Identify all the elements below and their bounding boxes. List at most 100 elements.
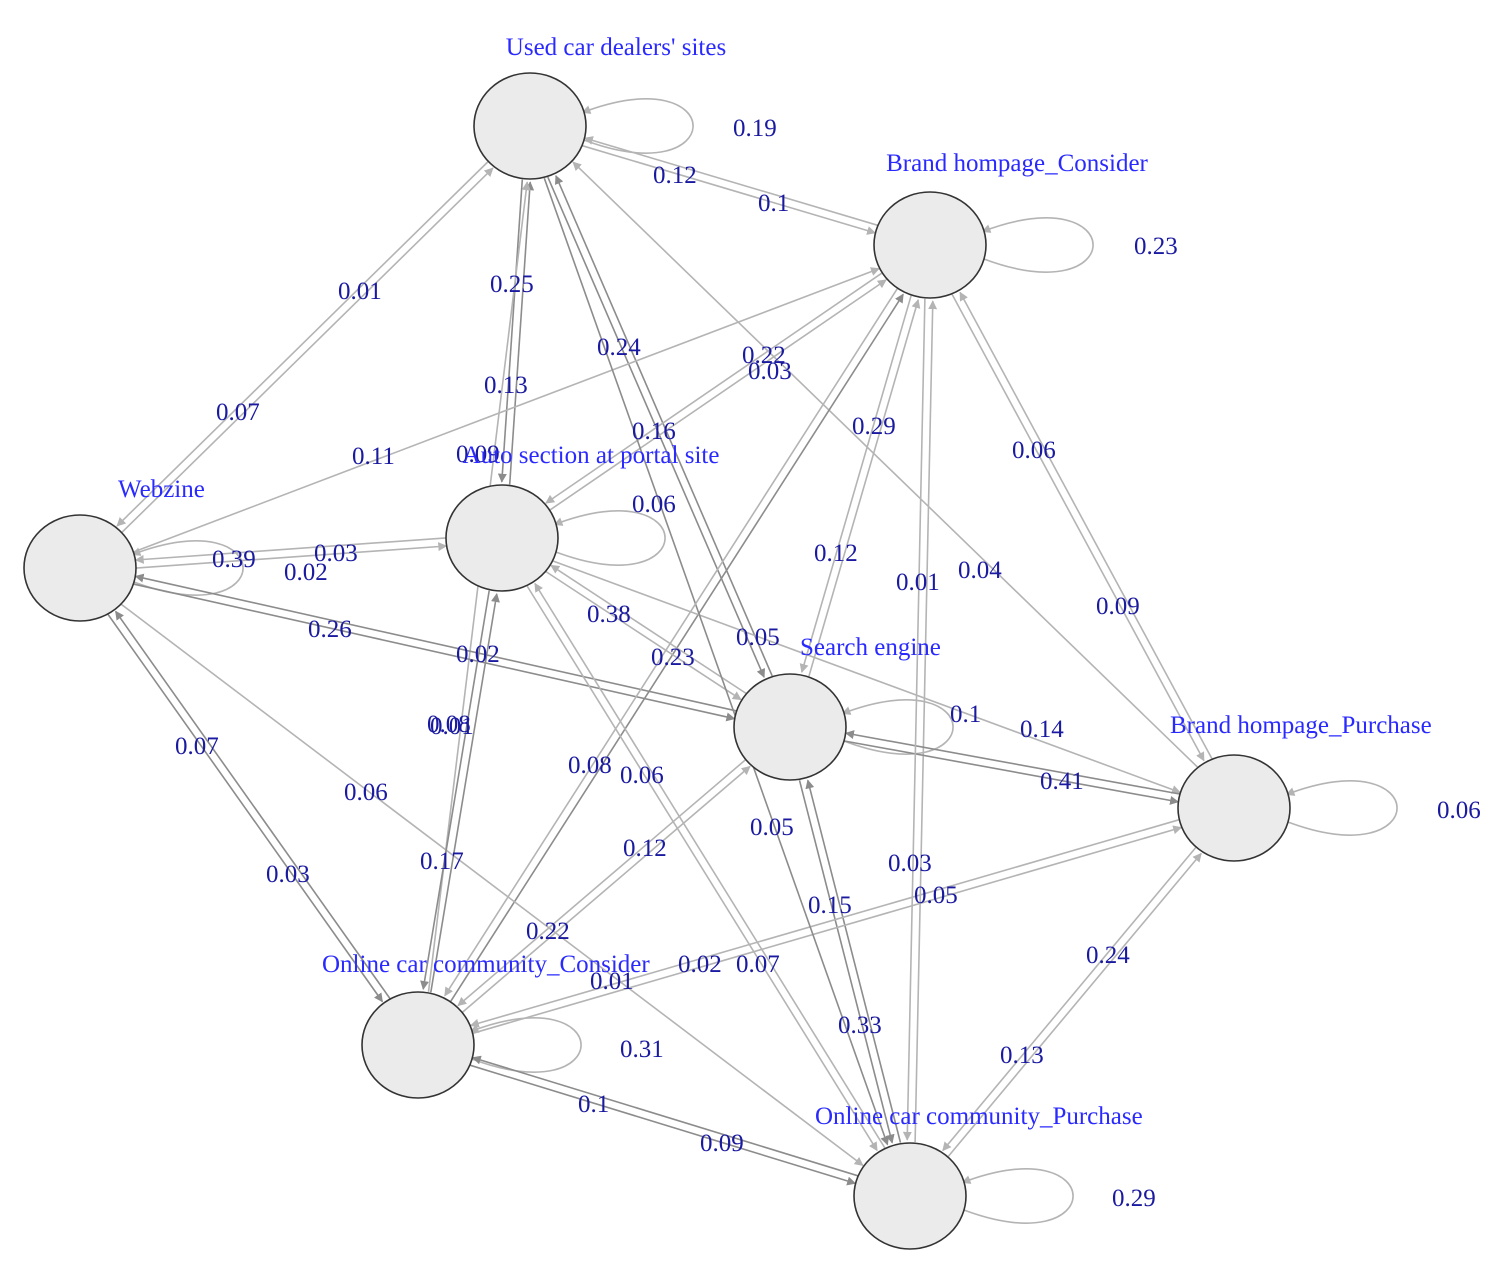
edge-weight-label: 0.06 [632,491,676,518]
edge-bhp-to-search [844,730,1182,796]
edge-ocp-to-bhc [914,300,938,1143]
edge-weight-label: 0.05 [736,624,780,651]
edge-weight-label: 0.07 [216,399,260,426]
edge-webzine-to-auto [134,542,448,569]
edge-used-to-ocp [543,177,890,1146]
node-used[interactable]: Used car dealers' sites [473,34,726,180]
node-label: Used car dealers' sites [506,34,726,61]
edge-weight-label: 0.29 [852,413,896,440]
edge-weight-label: 0.13 [484,372,528,399]
edge-auto-to-used [508,181,535,485]
node-label: Auto section at portal site [463,442,720,469]
node-search[interactable]: Search engine [733,634,941,781]
node-circle[interactable] [733,673,847,781]
edge-ocp-to-auto [534,582,886,1149]
node-label: Search engine [800,634,941,661]
edge-occ-to-bhp [470,825,1183,1035]
edge-weight-label: 0.1 [578,1091,609,1118]
edge-search-to-auto [550,564,748,695]
edge-weight-label: 0.01 [338,278,382,305]
node-label: Brand hompage_Purchase [1170,712,1432,739]
edge-weight-label: 0.1 [950,701,981,728]
edge-occ-to-webzine [114,610,391,1000]
node-label: Webzine [118,476,205,503]
edge-weight-label: 0.41 [1040,768,1084,795]
edge-search-to-webzine [134,573,739,713]
edge-used-loop [581,98,694,154]
edge-weight-label: 0.09 [456,441,500,468]
edge-webzine-to-occ [107,613,384,1003]
node-bhc[interactable]: Brand hompage_Consider [873,150,1149,299]
edge-ocp-to-bhp [947,852,1202,1158]
edge-webzine-to-bhc [131,267,880,554]
edge-auto-to-ocp [526,585,878,1152]
edge-weight-label: 0.01 [430,713,474,740]
node-circle[interactable] [1177,754,1291,862]
edge-webzine-to-search [131,582,736,722]
edge-search-to-occ [457,758,747,1007]
edge-bhp-to-occ [469,818,1182,1028]
edge-weight-label: 0.22 [742,342,786,369]
edge-labels-layer: 0.190.230.390.060.10.060.310.290.120.10.… [175,115,1481,1212]
edge-weight-label: 0.01 [590,968,634,995]
edge-weight-label: 0.31 [620,1036,664,1063]
edge-weight-label: 0.12 [814,540,858,567]
edge-bhp-loop [1285,780,1398,836]
edge-weight-label: 0.09 [1096,593,1140,620]
edge-webzine-loop [131,540,244,596]
edge-weight-label: 0.38 [587,601,631,628]
edge-weight-label: 0.03 [888,850,932,877]
edge-bhc-to-bhp [951,294,1205,762]
node-auto[interactable]: Auto section at portal site [445,442,720,592]
edge-bhc-to-occ [444,287,899,997]
node-webzine[interactable]: Webzine [23,476,205,622]
edge-bhp-to-bhc [959,291,1213,759]
edge-weight-label: 0.29 [1112,1185,1156,1212]
edge-weight-label: 0.08 [427,711,471,738]
edge-webzine-to-used [120,167,494,534]
edge-used-to-auto [497,179,524,483]
edge-auto-loop [553,510,666,566]
node-bhp[interactable]: Brand hompage_Purchase [1170,712,1432,862]
edge-used-to-bhc [580,144,877,235]
edge-weight-label: 0.03 [266,861,310,888]
edge-weight-label: 0.03 [748,358,792,385]
edge-weight-label: 0.05 [750,814,794,841]
edge-weight-label: 0.24 [1086,942,1130,969]
edge-bhp-to-used [572,161,1199,769]
edge-weight-label: 0.04 [958,557,1002,584]
edge-weight-label: 0.09 [700,1130,744,1157]
edge-search-to-used [554,174,773,677]
node-ocp[interactable]: Online car community_Purchase [815,1103,1143,1250]
node-circle[interactable] [361,991,475,1099]
edge-search-to-bhp [842,739,1180,805]
edge-occ-to-search [461,765,751,1014]
node-circle[interactable] [853,1142,967,1250]
node-circle[interactable] [473,72,587,180]
edge-auto-to-webzine [134,537,448,564]
edge-weight-label: 0.26 [308,616,352,643]
edge-search-loop [841,699,954,755]
edge-weight-label: 0.13 [1000,1042,1044,1069]
edge-weight-label: 0.17 [420,848,464,875]
edge-bhc-loop [981,217,1094,273]
edge-bhc-to-search [799,295,912,673]
edge-weight-label: 0.05 [914,882,958,909]
node-circle[interactable] [23,514,137,622]
node-circle[interactable] [445,484,559,592]
edge-search-to-ocp [798,780,895,1144]
edge-auto-to-search [544,570,742,701]
edge-weight-label: 0.23 [1134,233,1178,260]
edge-weight-label: 0.01 [896,569,940,596]
edge-occ-to-auto [430,593,500,993]
edge-weight-label: 0.39 [212,546,256,573]
edge-weight-label: 0.06 [620,762,664,789]
node-occ[interactable]: Online car community_Consider [322,951,650,1099]
edge-weight-label: 0.06 [1437,797,1481,824]
edge-bhc-to-used [583,136,880,227]
edge-weight-label: 0.22 [526,918,570,945]
edge-bhc-to-auto [545,271,884,504]
node-circle[interactable] [873,191,987,299]
edge-weight-label: 0.25 [490,271,534,298]
